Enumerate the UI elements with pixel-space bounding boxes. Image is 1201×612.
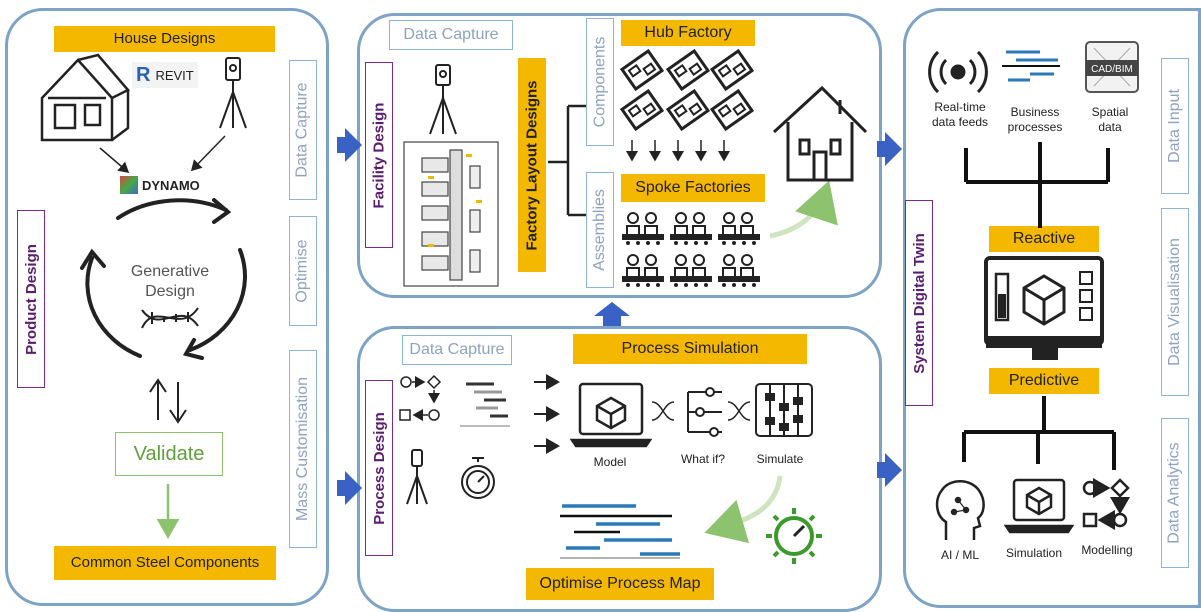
arrow-revit-to-dynamo bbox=[99, 147, 130, 173]
process-data-capture-label: Data Capture bbox=[402, 335, 512, 365]
survey-tripod-icon bbox=[219, 57, 247, 129]
process-simulation-label: Process Simulation bbox=[573, 334, 807, 364]
assembly-workers-icon bbox=[670, 212, 712, 245]
assembly-workers-icon bbox=[622, 212, 664, 245]
common-steel-components-label: Common Steel Components bbox=[54, 546, 276, 580]
system-digital-twin-label: System Digital Twin bbox=[905, 200, 933, 406]
assemblies-label: Assemblies bbox=[586, 172, 614, 288]
up-down-arrows-icon bbox=[149, 378, 187, 424]
mass-customisation-side-label: Mass Customisation bbox=[289, 350, 317, 548]
predictive-label: Predictive bbox=[989, 368, 1099, 394]
generative-cycle-icon bbox=[80, 198, 247, 360]
house-icon bbox=[772, 85, 868, 182]
simulation-laptop-icon bbox=[1003, 478, 1075, 534]
hub-factory-components-icons bbox=[619, 48, 755, 132]
arrow-spoke-to-house bbox=[769, 180, 838, 239]
dynamo-logo: DYNAMO bbox=[120, 176, 200, 194]
data-visualisation-side-label: Data Visualisation bbox=[1161, 208, 1189, 396]
component-chip-icon bbox=[665, 88, 711, 132]
house-wireframe-icon bbox=[40, 53, 130, 142]
component-chip-icon bbox=[619, 88, 665, 132]
component-chip-icon bbox=[665, 48, 711, 92]
component-chip-icon bbox=[709, 48, 755, 92]
realtime-signal-icon bbox=[928, 50, 988, 94]
modelling-flow-icon bbox=[1082, 478, 1130, 530]
revit-r-icon: R bbox=[136, 63, 151, 86]
spoke-factories-label: Spoke Factories bbox=[621, 174, 765, 202]
component-chip-icon bbox=[709, 88, 755, 132]
stopwatch-icon bbox=[461, 457, 495, 499]
shuffle-icon-2 bbox=[727, 401, 751, 421]
house-designs-label: House Designs bbox=[54, 26, 275, 52]
facility-data-capture-label: Data Capture bbox=[389, 20, 513, 50]
assembly-workers-icon bbox=[718, 212, 760, 245]
inputs-to-model-arrows bbox=[534, 374, 560, 454]
shuffle-icon bbox=[651, 401, 675, 421]
assembly-workers-icon bbox=[718, 254, 760, 287]
input-tree-lines bbox=[964, 142, 1110, 228]
simulate-caption: Simulate bbox=[756, 452, 804, 466]
modelling-caption: Modelling bbox=[1081, 543, 1133, 557]
dynamo-icon bbox=[120, 176, 138, 194]
cad-bim-icon: CAD/BIM bbox=[1085, 41, 1139, 93]
layout-bracket-lines bbox=[548, 104, 586, 217]
arrow-simulate-to-map bbox=[704, 475, 783, 544]
spoke-factories-workers-icons bbox=[622, 212, 760, 287]
analytics-tree-lines bbox=[962, 396, 1116, 470]
optimise-side-label: Optimise bbox=[289, 216, 317, 326]
validate-box: Validate bbox=[115, 432, 223, 476]
assembly-workers-icon bbox=[622, 254, 664, 287]
assembly-workers-icon bbox=[670, 254, 712, 287]
data-analytics-side-label: Data Analytics bbox=[1161, 418, 1189, 568]
factory-layout-designs-label: Factory Layout Designs bbox=[518, 58, 546, 272]
components-label: Components bbox=[586, 18, 614, 146]
hub-factory-label: Hub Factory bbox=[621, 20, 755, 46]
dna-icon bbox=[141, 307, 199, 329]
model-caption: Model bbox=[593, 455, 627, 469]
data-input-side-label: Data Input bbox=[1161, 58, 1189, 194]
component-chip-icon bbox=[619, 48, 665, 92]
factory-floorplan-icon bbox=[403, 141, 499, 287]
facility-design-label: Facility Design bbox=[365, 62, 393, 248]
ai-head-icon bbox=[935, 480, 985, 540]
optimise-process-map-label: Optimise Process Map bbox=[526, 568, 714, 600]
product-design-label: Product Design bbox=[17, 210, 45, 388]
gantt-chart-icon bbox=[460, 382, 510, 427]
hub-to-spoke-arrows bbox=[626, 140, 730, 162]
simulation-caption: Simulation bbox=[1005, 546, 1063, 560]
process-design-panel bbox=[357, 326, 882, 612]
what-if-sliders-icon bbox=[687, 387, 722, 437]
arrow-scan-to-dynamo bbox=[190, 135, 226, 172]
simulate-abacus-icon bbox=[755, 383, 813, 437]
revit-logo: R REVIT bbox=[132, 62, 198, 88]
process-tripod-icon bbox=[406, 449, 428, 505]
reactive-label: Reactive bbox=[989, 226, 1099, 252]
ai-ml-caption: AI / ML bbox=[940, 548, 979, 562]
cad-bim-text: CAD/BIM bbox=[1091, 64, 1133, 75]
data-capture-side-label: Data Capture bbox=[289, 60, 317, 200]
generative-design-label: Generative Design bbox=[130, 263, 210, 300]
optimise-gear-icon bbox=[766, 508, 822, 564]
process-flow-icon bbox=[399, 374, 442, 421]
laptop-model-icon bbox=[569, 382, 653, 448]
process-map-gantt-icon bbox=[560, 504, 680, 559]
facility-tripod-icon bbox=[429, 64, 457, 135]
business-processes-icon bbox=[1002, 50, 1060, 82]
process-design-label: Process Design bbox=[365, 380, 393, 556]
what-if-caption: What if? bbox=[680, 452, 725, 466]
dashboard-monitor-icon bbox=[984, 256, 1104, 360]
